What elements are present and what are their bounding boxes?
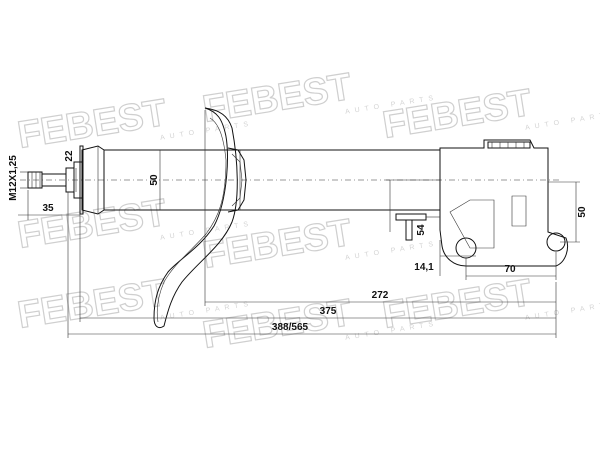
dim-14-1: 14,1 xyxy=(414,262,434,273)
watermark-brand: FEBEST xyxy=(380,82,535,147)
bump-stop xyxy=(227,147,247,213)
dim-70: 70 xyxy=(504,264,516,275)
dim-50-bracket: 50 xyxy=(577,206,588,218)
bracket-outline xyxy=(439,139,569,267)
dim-22: 22 xyxy=(64,150,75,162)
watermark-tagline: AUTO PARTS xyxy=(525,300,600,322)
dim-388-565: 388/565 xyxy=(272,322,309,333)
dim-375: 375 xyxy=(320,306,337,317)
dimension-labels: M12X1,25 22 35 50 50 54 14,1 70 272 375 … xyxy=(8,150,588,333)
watermark-tagline: AUTO PARTS xyxy=(525,110,600,132)
watermark-brand: FEBEST xyxy=(15,192,170,257)
dimension-lines xyxy=(18,110,580,338)
thread-label: M12X1,25 xyxy=(8,155,19,201)
dim-50-body: 50 xyxy=(149,174,160,186)
spring-seat xyxy=(153,107,247,329)
watermark-tagline: AUTO PARTS xyxy=(345,240,439,262)
dim-272: 272 xyxy=(372,290,389,301)
dim-54: 54 xyxy=(416,224,427,236)
watermark-brand: FEBEST xyxy=(380,272,535,337)
spring-seat-plate xyxy=(153,107,238,329)
tab-plate xyxy=(395,213,427,221)
watermark-brand: FEBEST xyxy=(200,66,355,131)
tab-bolt xyxy=(405,219,413,241)
dim-35: 35 xyxy=(42,203,54,214)
stabilizer-tab xyxy=(395,213,440,241)
watermark-brand: FEBEST xyxy=(200,212,355,277)
watermark-brand: FEBEST xyxy=(15,272,170,337)
knuckle-bracket xyxy=(439,139,569,267)
